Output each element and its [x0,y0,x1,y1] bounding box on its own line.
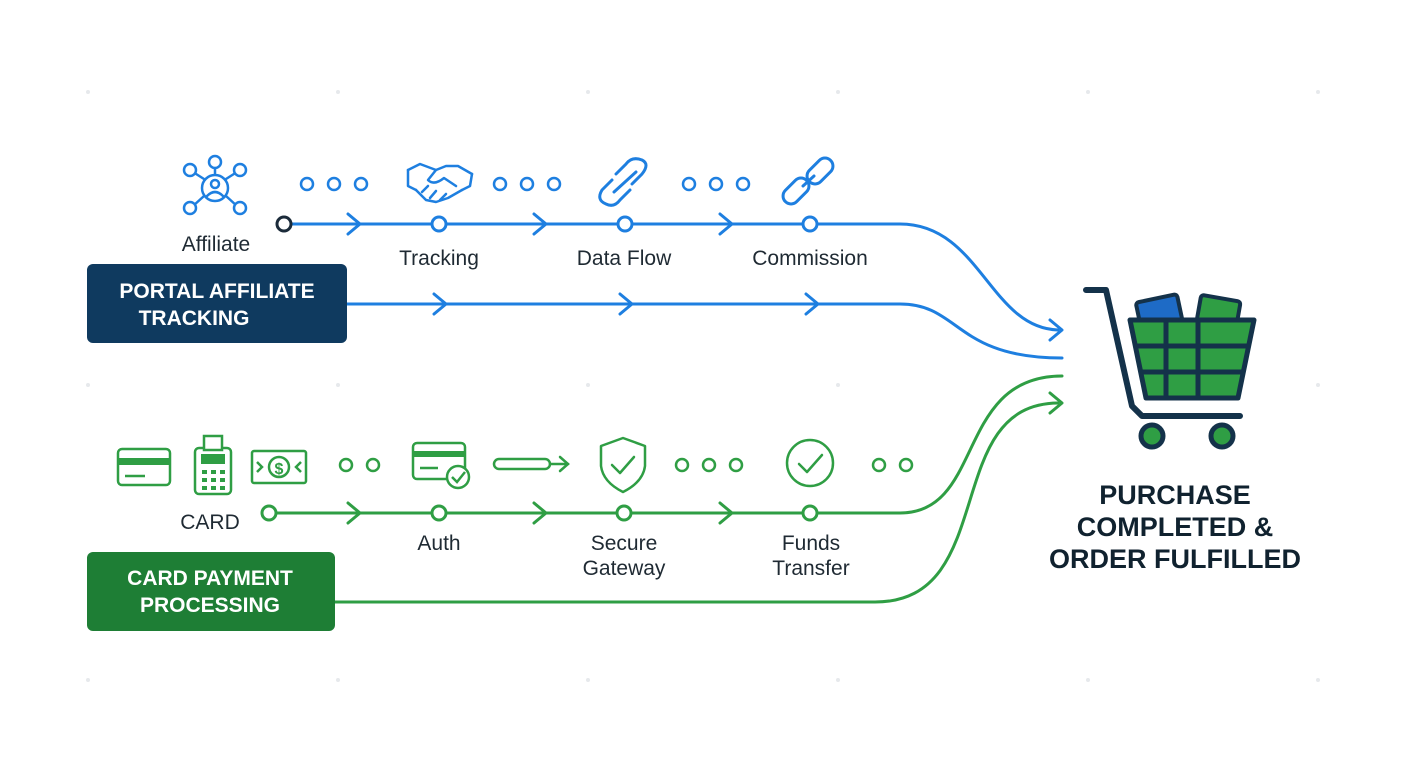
card-step-node [801,504,819,522]
background-dots [86,90,1320,682]
card-lower-arrowhead [1048,391,1064,415]
shield-check-icon [599,436,647,494]
affiliate-dot-separators [299,176,751,192]
cash-icon: $ [250,449,308,485]
card-step-node [430,504,448,522]
affiliate-title-box: PORTAL AFFILIATE TRACKING [87,264,347,343]
affiliate-upper-arrowhead [1048,318,1064,342]
affiliate-step-label: Commission [752,247,868,270]
card-step-label: Auth [417,532,460,555]
chevron-icon [346,501,362,525]
card-step-label: Secure [591,532,658,555]
card-flow [274,374,1064,604]
affiliate-step-node [430,215,448,233]
card-terminal-icon [193,434,233,496]
handshake-icon [406,162,474,204]
affiliate-start-node [275,215,293,233]
chain-icon [781,156,835,206]
card-step-label: Transfer [772,557,849,580]
chevron-icon [532,501,548,525]
card-step-label: Gateway [583,557,666,580]
affiliate-step-label: Tracking [399,247,479,270]
card-step-label: Funds [782,532,840,555]
destination-line2: COMPLETED & [1077,512,1274,542]
destination-line1: PURCHASE [1099,480,1251,510]
affiliate-lower-line [345,302,1064,360]
card-start-node [260,504,278,522]
chevron-icon [346,212,362,236]
chevron-icon [718,212,734,236]
chevron-icon [532,212,548,236]
card-title-line1: CARD PAYMENT [127,567,293,590]
affiliate-flow [290,212,1064,360]
card-check-icon [411,441,471,490]
chevron-icon [804,292,820,316]
affiliate-step-node [801,215,819,233]
affiliate-title-line1: PORTAL AFFILIATE [119,280,314,303]
card-title-line2: PROCESSING [140,594,280,617]
check-circle-icon [785,438,835,488]
chevron-icon [718,501,734,525]
affiliate-step-node [616,215,634,233]
affiliate-title-line2: TRACKING [139,307,250,330]
chevron-icon [618,292,634,316]
destination-line3: ORDER FULFILLED [1049,544,1301,574]
card-title-box: CARD PAYMENT PROCESSING [87,552,335,631]
affiliate-upper-line [290,222,1060,332]
svg-text:$: $ [275,461,284,478]
affiliate-source-label: Affiliate [182,233,251,256]
network-person-icon [182,154,248,216]
card-dot-separators [338,457,914,473]
link-icon [598,157,648,207]
arrow-icon [492,455,570,473]
affiliate-step-label: Data Flow [577,247,672,270]
card-lower-line [333,401,1060,604]
credit-card-icon [116,447,172,487]
card-step-node [615,504,633,522]
card-source-label: CARD [180,511,240,534]
chevron-icon [432,292,448,316]
shopping-cart-icon [1083,287,1257,450]
card-upper-line [274,374,1064,515]
